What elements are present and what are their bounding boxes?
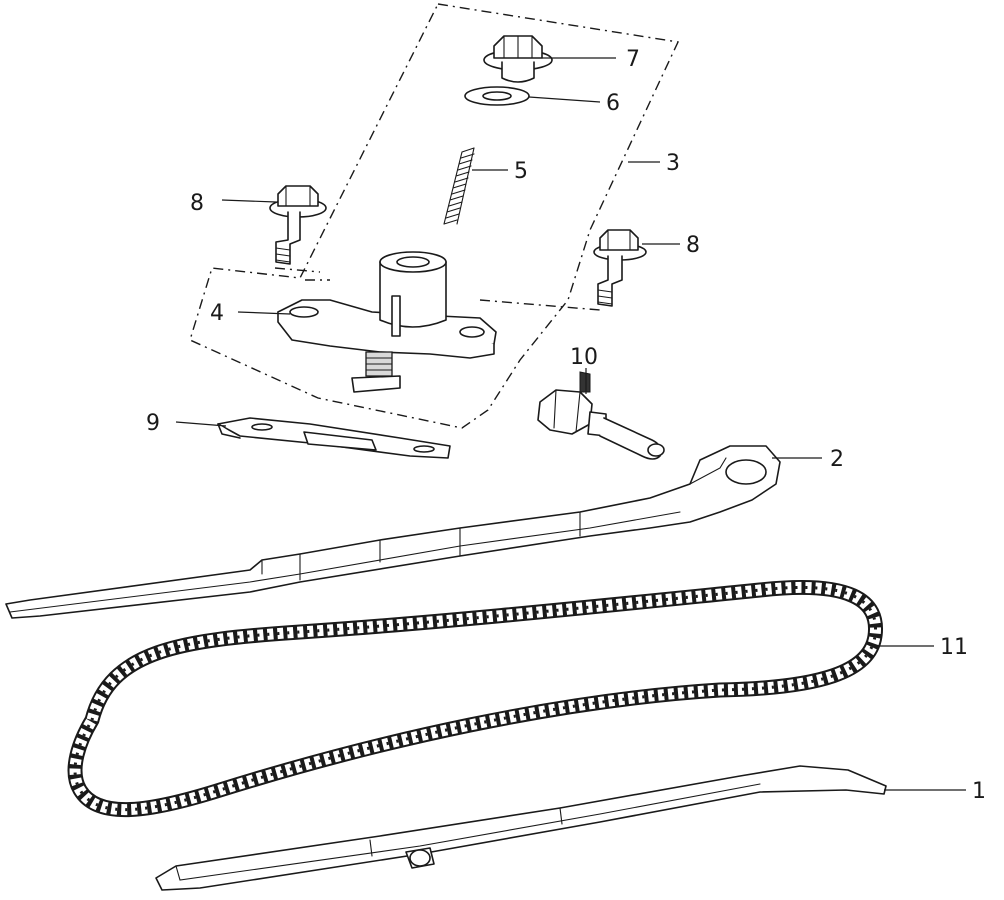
part-11-timing-chain xyxy=(67,579,884,818)
callout-10: 10 xyxy=(570,345,598,370)
leader-4 xyxy=(237,311,291,315)
callout-2: 2 xyxy=(830,447,844,472)
part-8-bolt-right xyxy=(593,229,647,307)
callout-5: 5 xyxy=(514,159,528,184)
callout-8-left: 8 xyxy=(190,191,204,216)
leader-lines xyxy=(175,57,966,791)
callout-9: 9 xyxy=(146,411,160,436)
leader-8a xyxy=(221,199,277,203)
part-9-gasket xyxy=(217,417,451,459)
callout-8-right: 8 xyxy=(686,233,700,258)
part-4-tensioner-body xyxy=(277,251,497,393)
part-6-washer xyxy=(464,86,530,106)
part-7-flange-bolt xyxy=(483,35,553,83)
callout-1: 1 xyxy=(972,779,986,804)
part-8-bolt-left xyxy=(269,185,327,265)
assembly-boundary-dashed xyxy=(189,3,680,429)
callout-labels: 7 6 5 3 8 8 4 9 10 2 11 1 xyxy=(146,47,986,804)
callout-4: 4 xyxy=(210,301,224,326)
part-1-chain-guide xyxy=(155,765,887,891)
callout-3: 3 xyxy=(666,151,680,176)
part-10-pivot-bolt xyxy=(537,371,665,460)
callout-6: 6 xyxy=(606,91,620,116)
callout-7: 7 xyxy=(626,47,640,72)
part-2-tensioner-guide xyxy=(5,445,781,619)
assembly-inner-dashes xyxy=(274,267,601,311)
leader-9 xyxy=(175,421,227,427)
part-5-spring xyxy=(443,147,475,225)
leader-6 xyxy=(528,96,601,103)
callout-11: 11 xyxy=(940,635,968,660)
